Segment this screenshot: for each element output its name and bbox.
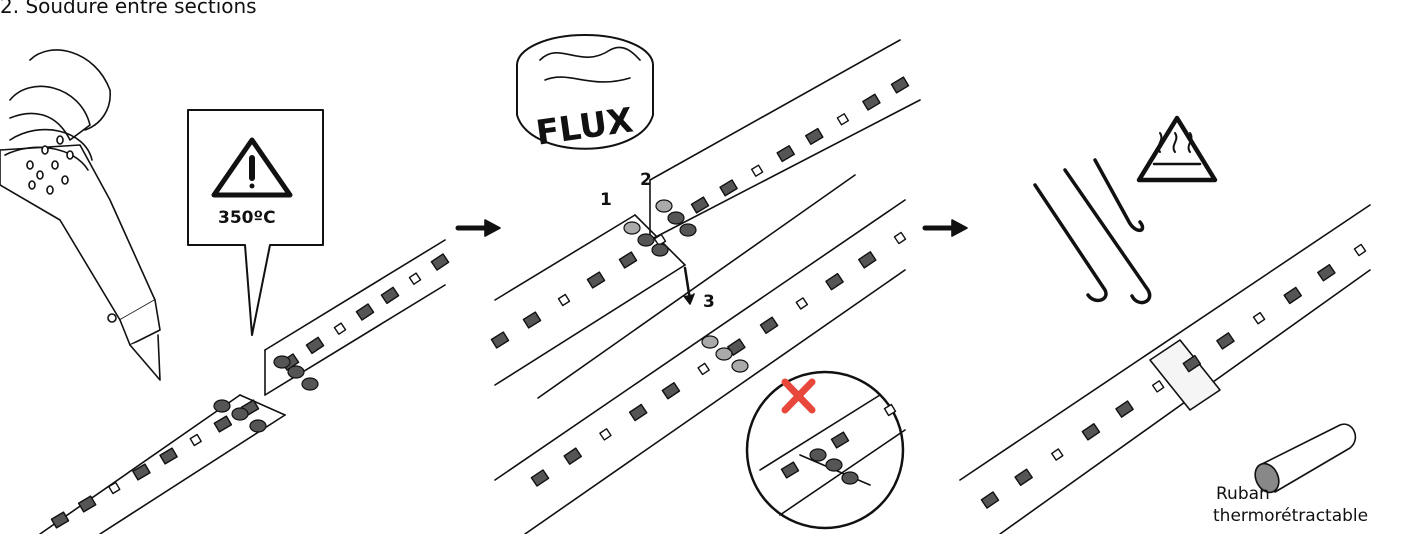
led-chip	[522, 311, 542, 329]
solder-pad	[249, 419, 267, 433]
led-chip	[132, 463, 151, 481]
led-chip	[599, 428, 612, 441]
solder-pad	[667, 211, 685, 225]
led-chip	[408, 272, 422, 285]
solder-pad	[213, 399, 231, 413]
solder-pad	[287, 365, 305, 379]
solder-pad	[623, 221, 641, 235]
led-chip	[661, 381, 681, 400]
step-arrow	[683, 266, 692, 302]
led-chip	[697, 362, 710, 376]
led-chip	[213, 415, 233, 433]
led-chip	[586, 271, 606, 289]
led-chip	[1353, 243, 1367, 257]
led-chip	[1014, 468, 1033, 487]
solder-pad	[701, 335, 719, 349]
step-label-2: 2	[640, 170, 652, 190]
led-chip	[1051, 448, 1064, 461]
hot-surface-icon	[1136, 115, 1218, 183]
solder-pad	[841, 471, 859, 485]
led-chip	[759, 316, 779, 335]
led-chip	[776, 144, 795, 163]
led-chip	[890, 76, 910, 94]
led-chip	[862, 93, 881, 111]
led-chip	[1151, 380, 1165, 393]
led-chip	[1216, 332, 1235, 350]
led-chip	[1182, 354, 1202, 373]
led-chip	[77, 495, 97, 513]
led-strip-top	[649, 39, 921, 241]
led-chip	[618, 251, 638, 269]
solder-pad	[731, 359, 749, 373]
led-chip	[883, 403, 897, 417]
step-label-1: 1	[600, 190, 612, 210]
led-chip	[159, 447, 178, 465]
solder-pad	[825, 458, 843, 472]
led-strip-left	[39, 394, 286, 535]
temperature-callout	[187, 109, 324, 336]
solder-pad	[679, 223, 697, 237]
led-chip	[490, 331, 510, 349]
led-chip	[333, 322, 347, 335]
arrow-right-icon	[455, 219, 501, 237]
tape-label-line-2: thermorétractable	[1213, 506, 1369, 526]
led-chip	[893, 231, 907, 245]
led-chip	[795, 297, 809, 310]
led-chip	[628, 403, 648, 422]
cut-line	[537, 174, 856, 399]
led-chip	[690, 196, 710, 214]
arrow-right-icon	[922, 219, 968, 237]
led-chip	[50, 511, 70, 529]
led-strip-joined	[494, 199, 906, 535]
solder-pad	[231, 407, 249, 421]
tape-label-line-1: Ruban	[1216, 484, 1270, 504]
led-chip	[355, 303, 375, 321]
red-cross-icon	[781, 378, 816, 414]
led-chip	[805, 127, 824, 146]
solder-pad	[809, 448, 827, 462]
led-chip	[836, 113, 850, 126]
led-chip	[857, 251, 877, 269]
led-chip	[189, 433, 202, 447]
led-chip	[719, 179, 738, 197]
led-chip	[380, 286, 400, 305]
led-chip	[563, 447, 583, 465]
heat-shrink-sleeve	[1149, 339, 1221, 411]
solder-pad	[715, 347, 733, 361]
solder-pad	[655, 199, 673, 213]
heat-shrink-tube-icon	[1254, 423, 1357, 494]
solder-pad	[637, 233, 655, 247]
led-chip	[980, 491, 1000, 509]
led-chip	[750, 164, 764, 177]
flux-jar-icon	[516, 34, 654, 150]
step-label-3: 3	[703, 292, 715, 312]
led-chip	[825, 272, 844, 291]
led-chip	[1283, 286, 1303, 305]
led-chip	[1252, 311, 1266, 325]
wrong-example-magnifier	[745, 370, 906, 530]
led-chip	[830, 431, 850, 449]
led-chip	[1081, 423, 1101, 441]
page-title: 2. Soudure entre sections	[0, 0, 257, 18]
led-chip	[430, 253, 450, 271]
led-chip	[108, 481, 121, 495]
warning-triangle-icon	[211, 137, 293, 198]
soldering-iron-icon	[0, 49, 161, 381]
led-chip	[305, 336, 325, 355]
temperature-label: 350ºC	[218, 208, 276, 228]
led-chip	[1317, 263, 1336, 282]
solder-pad	[651, 243, 669, 257]
led-chip	[530, 469, 550, 487]
wind-cooling-icon	[1033, 158, 1152, 305]
led-chip	[1115, 400, 1134, 418]
led-chip	[557, 293, 571, 307]
solder-pad	[273, 355, 291, 369]
led-chip	[780, 461, 800, 479]
solder-pad	[301, 377, 319, 391]
led-chip	[653, 233, 667, 247]
